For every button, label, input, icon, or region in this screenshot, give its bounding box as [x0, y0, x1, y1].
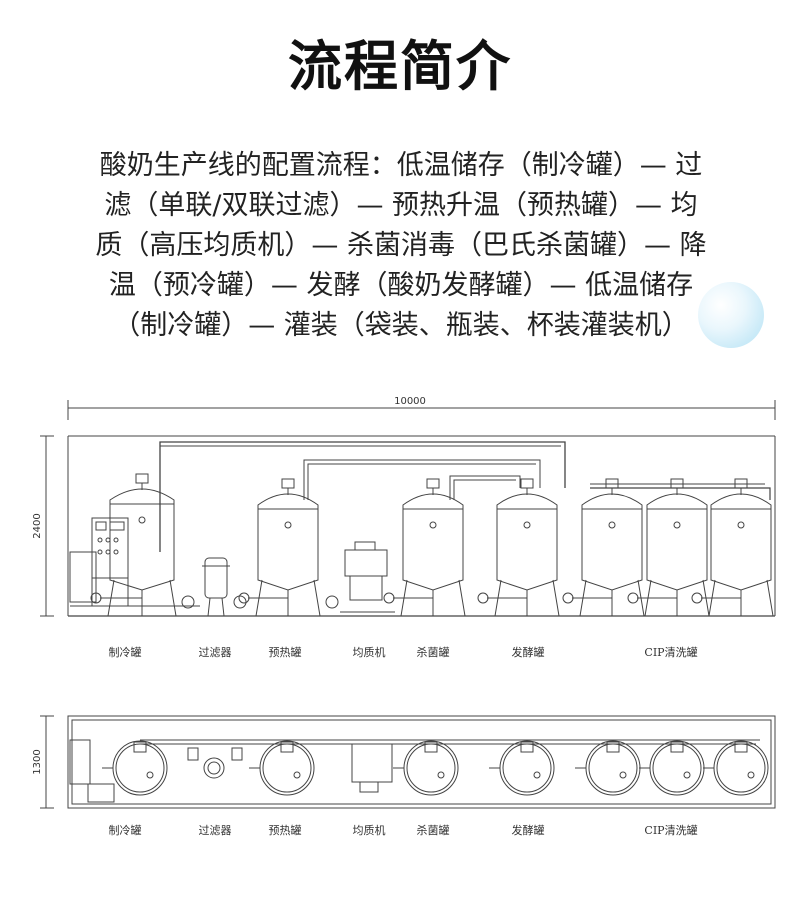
fermentation-tank-front [477, 478, 560, 617]
label-sterilization-tank: 杀菌罐 [417, 823, 450, 837]
plan-outline [67, 715, 776, 809]
cip-tank-1-front [562, 478, 645, 617]
label-cooling-tank: 制冷罐 [109, 646, 142, 659]
decorative-bubble [698, 282, 764, 348]
label-fermentation-tank: 发酵罐 [512, 823, 545, 837]
page-title: 流程简介 [288, 35, 512, 98]
plan-cabinet [87, 783, 115, 803]
front-elevation-view [40, 400, 776, 617]
label-cooling-tank: 制冷罐 [109, 824, 142, 837]
production-line-diagram: 10000 2400 1300 制冷罐 过滤器 预热罐 均质机 杀菌罐 发酵罐 … [32, 396, 776, 837]
description-line: 温（预冷罐）— 发酵（酸奶发酵罐）— 低温储存 [108, 270, 694, 301]
label-cip-tank: CIP清洗罐 [644, 824, 697, 837]
cip-tank-1-plan [575, 740, 641, 796]
label-cip-tank: CIP清洗罐 [644, 646, 697, 659]
preheat-tank-plan [249, 740, 315, 796]
description-line: （制冷罐）— 灌装（袋装、瓶装、杯装灌装机） [113, 310, 689, 341]
label-filter: 过滤器 [199, 646, 232, 659]
fermentation-tank-plan [489, 740, 555, 796]
dimension-label-depth: 1300 [32, 749, 43, 774]
process-description: 酸奶生产线的配置流程：低温储存（制冷罐）— 过 滤（单联/双联过滤）— 预热升温… [56, 146, 746, 346]
sterilization-tank-plan [393, 740, 459, 796]
homogenizer-front [325, 541, 395, 613]
top-plan-view [40, 715, 776, 809]
description-line: 滤（单联/双联过滤）— 预热升温（预热罐）— 均 [104, 190, 698, 221]
dimension-label-height: 2400 [32, 513, 43, 538]
cip-tank-3-plan [703, 740, 769, 796]
description-line: 质（高压均质机）— 杀菌消毒（巴氏杀菌罐）— 降 [95, 230, 707, 261]
label-homogenizer: 均质机 [353, 823, 386, 837]
description-line: 酸奶生产线的配置流程：低温储存（制冷罐）— 过 [99, 150, 703, 181]
label-fermentation-tank: 发酵罐 [512, 645, 545, 659]
label-preheat-tank: 预热罐 [269, 824, 302, 837]
dimension-label-width: 10000 [394, 396, 426, 407]
label-homogenizer: 均质机 [353, 645, 386, 659]
label-filter: 过滤器 [199, 824, 232, 837]
filter-front [181, 557, 247, 617]
label-sterilization-tank: 杀菌罐 [417, 645, 450, 659]
cooling-tank-plan [102, 740, 168, 796]
label-preheat-tank: 预热罐 [269, 646, 302, 659]
plan-homogenizer [351, 743, 393, 783]
cip-tank-2-plan [639, 740, 705, 796]
sterilization-tank-front [383, 478, 466, 617]
cooling-tank-front [90, 473, 177, 617]
filter-plan [187, 747, 243, 779]
cip-tank-3-front [691, 478, 774, 617]
preheat-tank-front [238, 478, 321, 617]
